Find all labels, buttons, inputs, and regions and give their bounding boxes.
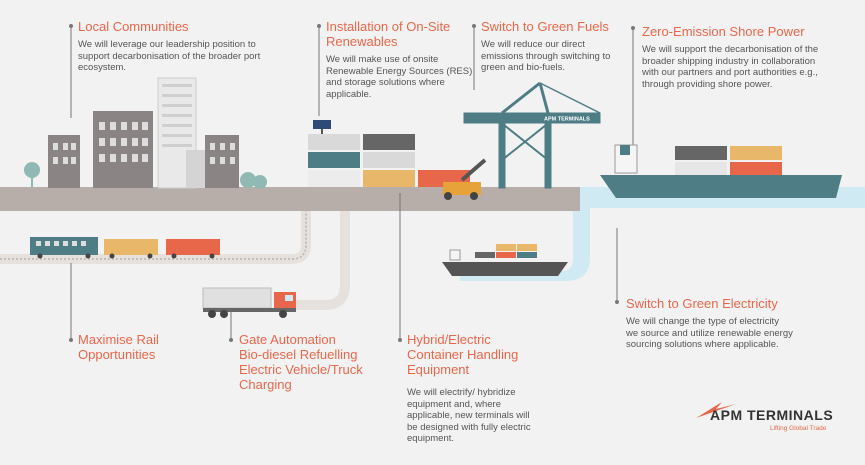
logo-name: APM TERMINALS — [710, 407, 834, 423]
green-fuels-block: Switch to Green Fuels We will reduce our… — [481, 19, 626, 74]
small-ship — [442, 244, 568, 276]
road-path — [296, 211, 350, 310]
container-truck — [202, 287, 296, 318]
hybrid-equipment-title: Hybrid/Electric Container Handling Equip… — [407, 332, 519, 377]
large-ship — [600, 144, 842, 198]
onsite-renewables-title: Installation of On-Site Renewables — [326, 19, 451, 49]
onsite-renewables-block: Installation of On-Site Renewables We wi… — [326, 19, 476, 100]
rail-title: Maximise Rail Opportunities — [78, 332, 159, 362]
rail-block: Maximise Rail Opportunities — [78, 332, 218, 367]
green-electricity-title: Switch to Green Electricity — [626, 296, 778, 311]
city-buildings — [24, 77, 267, 189]
green-electricity-block: Switch to Green Electricity We will chan… — [626, 296, 851, 351]
ship-to-shore-crane — [463, 81, 601, 189]
green-fuels-title: Switch to Green Fuels — [481, 19, 609, 34]
shore-power-title: Zero-Emission Shore Power — [642, 24, 805, 39]
green-fuels-text: We will reduce our direct emissions thro… — [481, 39, 611, 73]
onsite-renewables-text: We will make use of onsite Renewable Ene… — [326, 54, 473, 100]
reach-stacker — [443, 158, 487, 200]
gate-automation-block: Gate Automation Bio-diesel Refuelling El… — [239, 332, 389, 397]
logo-tagline: Lifting Global Trade — [770, 425, 827, 432]
hybrid-equipment-block: Hybrid/Electric Container Handling Equip… — [407, 332, 557, 445]
gate-automation-title: Gate Automation Bio-diesel Refuelling El… — [239, 332, 363, 392]
rail-track — [0, 211, 307, 260]
local-communities-text: We will leverage our leadership position… — [78, 39, 261, 73]
ground — [0, 187, 580, 211]
local-communities-title: Local Communities — [78, 19, 189, 34]
green-electricity-text: We will change the type of electricity w… — [626, 316, 793, 350]
apm-terminals-logo: APM TERMINALS Lifting Global Trade — [694, 405, 834, 437]
hybrid-equipment-text: We will electrify/ hybridize equipment a… — [407, 387, 531, 444]
apm-logo-mark — [696, 402, 736, 418]
crane-label: APM TERMINALS — [544, 117, 590, 123]
local-communities-block: Local Communities We will leverage our l… — [78, 19, 298, 74]
shore-power-block: Zero-Emission Shore Power We will suppor… — [642, 24, 857, 90]
freight-train — [30, 237, 220, 259]
solar-and-containers — [308, 120, 470, 187]
shore-power-text: We will support the decarbonisation of t… — [642, 44, 819, 90]
